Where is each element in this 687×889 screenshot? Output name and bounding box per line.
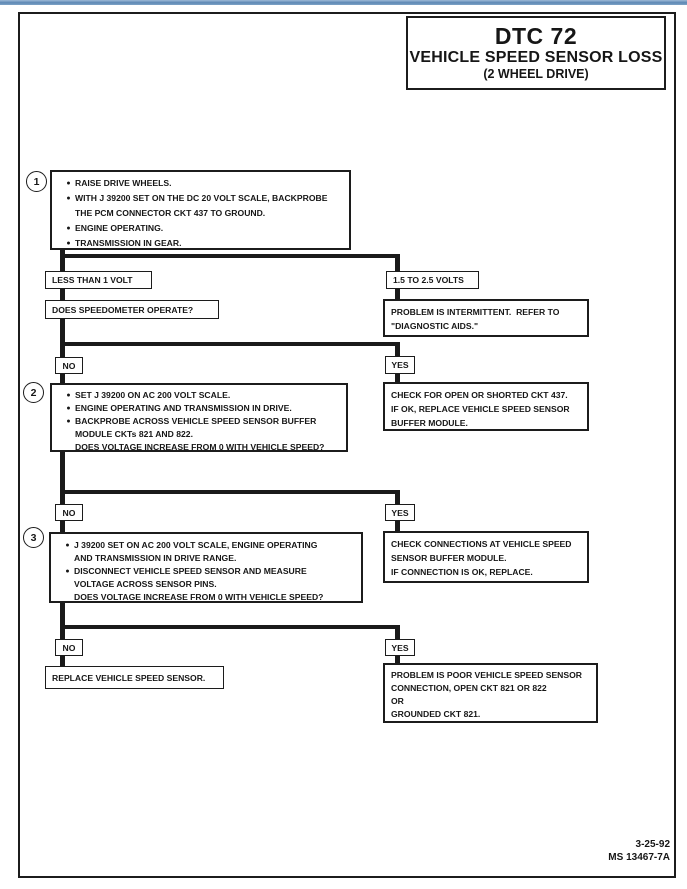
connector-line xyxy=(395,288,400,300)
action-replace-sensor-box: REPLACE VEHICLE SPEED SENSOR. xyxy=(45,666,224,689)
page-border xyxy=(18,12,676,878)
revision-date: 3-25-92 xyxy=(635,839,670,850)
connector-line xyxy=(60,254,400,258)
connector-line xyxy=(395,490,400,506)
connector-line xyxy=(395,625,400,640)
connector-line xyxy=(60,288,65,301)
no-label-box: NO xyxy=(55,504,83,521)
page-footer: 3-25-92 MS 13467-7A xyxy=(480,838,670,864)
connector-line xyxy=(60,373,65,384)
step-number-badge: 3 xyxy=(23,527,44,548)
connector-line xyxy=(395,655,400,664)
connector-line xyxy=(60,250,65,272)
no-label-box: NO xyxy=(55,357,83,374)
action-check-ckt437-box: CHECK FOR OPEN OR SHORTED CKT 437.IF OK,… xyxy=(383,382,589,431)
dtc-title: VEHICLE SPEED SENSOR LOSS xyxy=(409,49,663,66)
connector-line xyxy=(60,318,65,358)
step-number-badge: 2 xyxy=(23,382,44,403)
connector-line xyxy=(395,342,400,357)
connector-line xyxy=(395,520,400,532)
action-intermittent-box: PROBLEM IS INTERMITTENT. REFER TO"DIAGNO… xyxy=(383,299,589,337)
connector-line xyxy=(60,655,65,667)
result-less-than-1-volt-box: LESS THAN 1 VOLT xyxy=(45,271,152,289)
connector-line xyxy=(60,451,65,506)
question-speedometer-box: DOES SPEEDOMETER OPERATE? xyxy=(45,300,219,319)
step-1-instruction-box: ●RAISE DRIVE WHEELS.●WITH J 39200 SET ON… xyxy=(50,170,351,250)
connector-line xyxy=(395,254,400,272)
dtc-subtitle: (2 WHEEL DRIVE) xyxy=(483,67,589,81)
connector-line xyxy=(60,490,400,494)
yes-label-box: YES xyxy=(385,639,415,656)
dtc-title-box: DTC 72 VEHICLE SPEED SENSOR LOSS (2 WHEE… xyxy=(406,16,666,90)
connector-line xyxy=(60,520,65,533)
result-1-5-to-2-5-volts-box: 1.5 TO 2.5 VOLTS xyxy=(386,271,479,289)
connector-line xyxy=(395,373,400,383)
document-number: MS 13467-7A xyxy=(608,852,670,863)
connector-line xyxy=(60,342,400,346)
scan-edge-blue-band xyxy=(0,0,687,5)
connector-line xyxy=(60,602,65,640)
no-label-box: NO xyxy=(55,639,83,656)
step-3-instruction-box: ●J 39200 SET ON AC 200 VOLT SCALE, ENGIN… xyxy=(49,532,363,603)
yes-label-box: YES xyxy=(385,504,415,521)
connector-line xyxy=(60,625,400,629)
step-number-badge: 1 xyxy=(26,171,47,192)
step-2-instruction-box: ●SET J 39200 ON AC 200 VOLT SCALE.●ENGIN… xyxy=(50,383,348,452)
dtc-code: DTC 72 xyxy=(494,23,578,49)
yes-label-box: YES xyxy=(385,356,415,374)
